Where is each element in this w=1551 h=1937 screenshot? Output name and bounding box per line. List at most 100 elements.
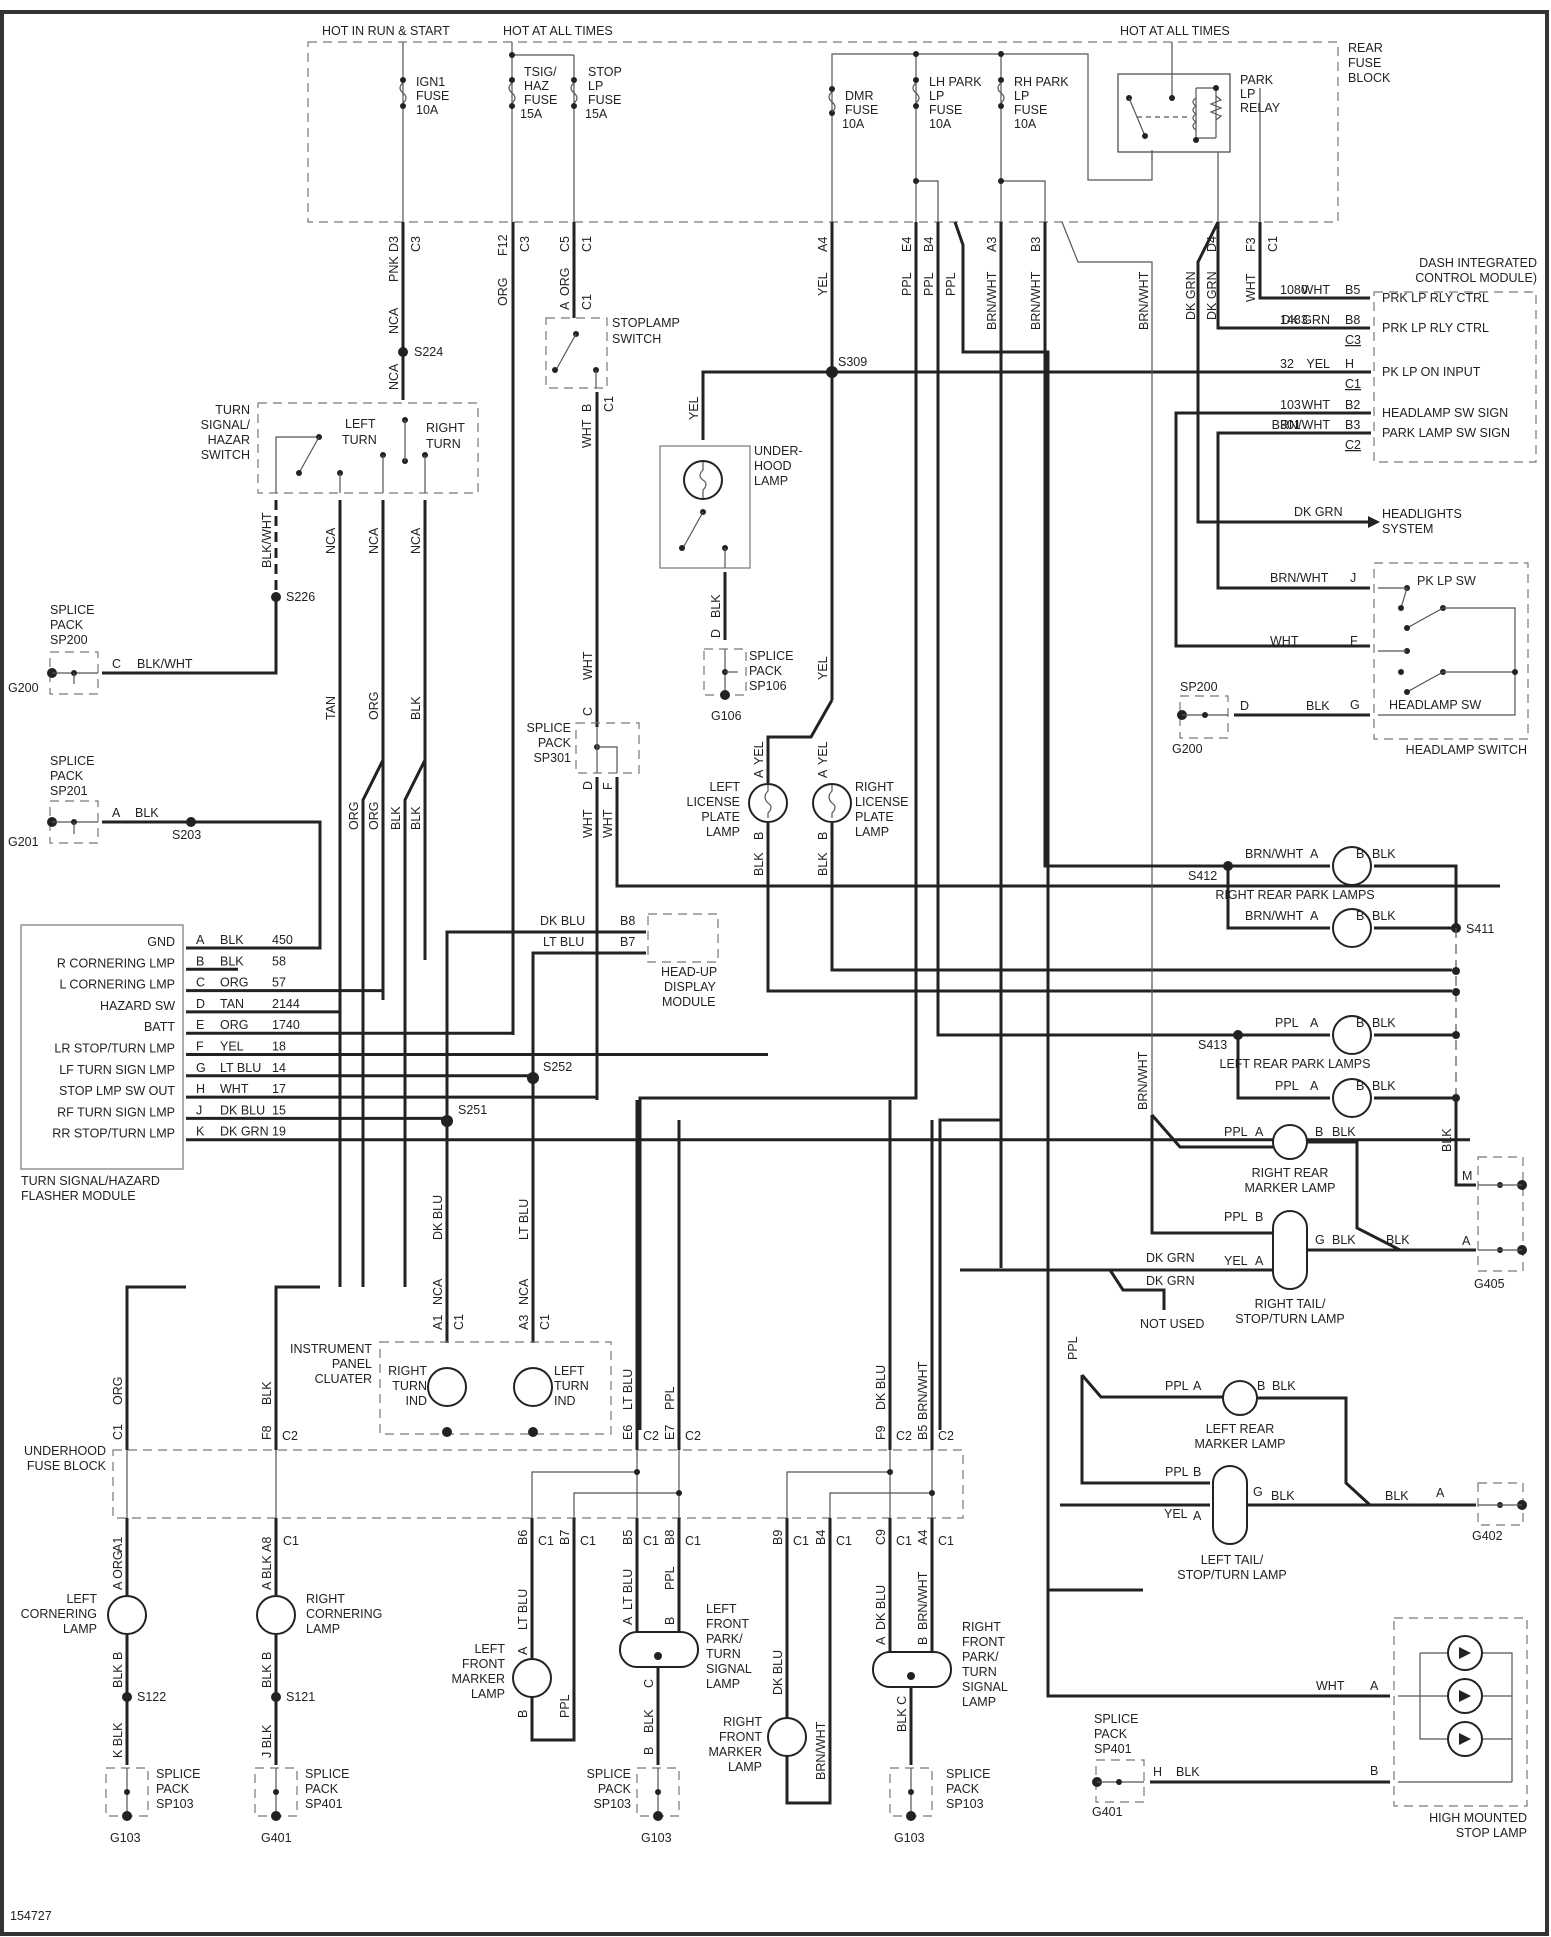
flasher-pin: F	[196, 1040, 204, 1054]
svg-text:PPL: PPL	[1224, 1125, 1248, 1139]
svg-text:PPL: PPL	[900, 272, 914, 296]
splice-s226	[271, 592, 281, 602]
svg-text:C3: C3	[409, 236, 423, 252]
dicm-circuit: 1483	[1280, 313, 1308, 327]
svg-text:RIGHT: RIGHT	[306, 1592, 345, 1606]
svg-text:C1: C1	[685, 1534, 701, 1548]
svg-text:B9: B9	[771, 1530, 785, 1545]
svg-text:PARK/: PARK/	[962, 1650, 999, 1664]
svg-text:H: H	[1153, 1765, 1162, 1779]
dicm-pin: H	[1345, 357, 1354, 371]
svg-text:TURN: TURN	[706, 1647, 741, 1661]
svg-text:BLK C: BLK C	[895, 1696, 909, 1732]
svg-text:D: D	[1240, 699, 1249, 713]
flasher-pin: K	[196, 1125, 205, 1139]
svg-text:SP401: SP401	[1094, 1742, 1132, 1756]
svg-text:A: A	[874, 1636, 888, 1645]
svg-text:MARKER: MARKER	[709, 1745, 762, 1759]
flasher-wire-color: DK GRN	[220, 1125, 269, 1139]
svg-text:IGN1: IGN1	[416, 75, 445, 89]
svg-text:WHT: WHT	[581, 651, 595, 680]
right-rear-marker-lamp: RIGHT REAR MARKER LAMP PPL A B BLK	[1224, 1124, 1401, 1252]
svg-text:S251: S251	[458, 1103, 487, 1117]
svg-text:E7: E7	[663, 1425, 677, 1440]
svg-text:PPL: PPL	[558, 1694, 572, 1718]
svg-text:B6: B6	[516, 1530, 530, 1545]
flasher-wire-color: YEL	[220, 1040, 244, 1054]
svg-text:BLK: BLK	[1372, 847, 1396, 861]
svg-text:STOP: STOP	[588, 65, 622, 79]
splice-s122	[122, 1692, 132, 1702]
svg-text:M: M	[1462, 1169, 1472, 1183]
svg-text:LP: LP	[929, 89, 944, 103]
svg-text:S122: S122	[137, 1690, 166, 1704]
svg-text:FUSE: FUSE	[588, 93, 621, 107]
svg-text:A: A	[558, 301, 572, 310]
dicm-circuit: 1080	[1280, 283, 1308, 297]
svg-text:G: G	[1253, 1485, 1263, 1499]
svg-text:FUSE: FUSE	[1348, 56, 1381, 70]
svg-text:FUSE BLOCK: FUSE BLOCK	[27, 1459, 107, 1473]
svg-text:PACK: PACK	[50, 769, 84, 783]
right-license-plate-lamp: RIGHT LICENSE PLATE LAMP A YEL B BLK	[812, 741, 909, 876]
svg-text:C1: C1	[643, 1534, 659, 1548]
svg-text:DK BLU: DK BLU	[874, 1585, 888, 1630]
svg-text:10A: 10A	[929, 117, 952, 131]
svg-text:A3: A3	[985, 237, 999, 252]
svg-text:LEFT REAR PARK LAMPS: LEFT REAR PARK LAMPS	[1220, 1057, 1371, 1071]
svg-text:10A: 10A	[842, 117, 865, 131]
svg-text:BLK: BLK	[409, 696, 423, 720]
svg-text:NCA: NCA	[387, 363, 401, 390]
svg-text:BLK: BLK	[135, 806, 159, 820]
flasher-pin: E	[196, 1018, 204, 1032]
dicm-connector: C1	[1345, 377, 1361, 391]
flasher-circuit: 2144	[272, 997, 300, 1011]
svg-text:S224: S224	[414, 345, 443, 359]
svg-text:BLK/WHT: BLK/WHT	[260, 512, 274, 568]
svg-text:MARKER LAMP: MARKER LAMP	[1195, 1437, 1286, 1451]
svg-text:C1: C1	[793, 1534, 809, 1548]
svg-text:ORG: ORG	[347, 802, 361, 830]
svg-text:A: A	[752, 769, 766, 778]
svg-text:PPL: PPL	[1275, 1016, 1299, 1030]
svg-text:B8: B8	[663, 1530, 677, 1545]
underhood-fuse-block-pin-labels: C1 ORG F8 C2 BLK E6 C2 LT BLU E7 C2 PPL …	[111, 1361, 954, 1443]
splice-s121	[271, 1692, 281, 1702]
svg-text:C1: C1	[836, 1534, 852, 1548]
svg-text:HAZ: HAZ	[524, 79, 549, 93]
svg-text:BLOCK: BLOCK	[1348, 71, 1391, 85]
right-tail-stop-turn-lamp: RIGHT TAIL/ STOP/TURN LAMP PPL B YEL A G…	[960, 1210, 1476, 1331]
svg-text:RIGHT: RIGHT	[723, 1715, 762, 1729]
svg-text:B5: B5	[916, 1425, 930, 1440]
svg-text:MARKER: MARKER	[452, 1672, 505, 1686]
svg-text:LEFT: LEFT	[709, 780, 740, 794]
headlamp-switch-pin: J	[1350, 571, 1356, 585]
fuse-stop-lp: STOP LP FUSE 15A	[570, 65, 622, 121]
svg-text:BLK: BLK	[752, 852, 766, 876]
splice-pack-sp103-a: SPLICE PACK SP103 G103	[105, 1767, 200, 1845]
svg-text:D3: D3	[387, 236, 401, 252]
svg-text:B: B	[111, 1652, 125, 1660]
svg-text:LEFT: LEFT	[706, 1602, 737, 1616]
svg-text:G103: G103	[110, 1831, 141, 1845]
svg-text:LAMP: LAMP	[728, 1760, 762, 1774]
svg-text:BLK: BLK	[1306, 699, 1330, 713]
svg-text:A: A	[621, 1616, 635, 1625]
splice-pack-sp401-a: SPLICE PACK SP401 G401	[254, 1767, 349, 1845]
svg-text:BLK: BLK	[1372, 1016, 1396, 1030]
underhood-fuse-block-bottom-pins: B6 C1 B7 C1 B5 C1 B8 C1 B9 C1 B4 C1 C9 C…	[516, 1529, 954, 1548]
svg-text:NCA: NCA	[324, 527, 338, 554]
svg-text:B5: B5	[621, 1530, 635, 1545]
rear-fuse-block: HOT IN RUN & START HOT AT ALL TIMES HOT …	[307, 24, 1391, 223]
dicm-connector: C3	[1345, 333, 1361, 347]
svg-text:TURN: TURN	[342, 433, 377, 447]
svg-text:A: A	[112, 806, 121, 820]
flasher-pin-label: GND	[147, 935, 175, 949]
flasher-pin: G	[196, 1061, 206, 1075]
splice-pack-sp106: SPLICE PACK SP106 G106	[703, 648, 793, 723]
svg-text:HOOD: HOOD	[754, 459, 792, 473]
svg-text:PLATE: PLATE	[855, 810, 894, 824]
svg-text:K BLK: K BLK	[111, 1722, 125, 1758]
svg-text:IND: IND	[554, 1394, 576, 1408]
fuse-ign1: IGN1 FUSE 10A	[399, 75, 449, 117]
